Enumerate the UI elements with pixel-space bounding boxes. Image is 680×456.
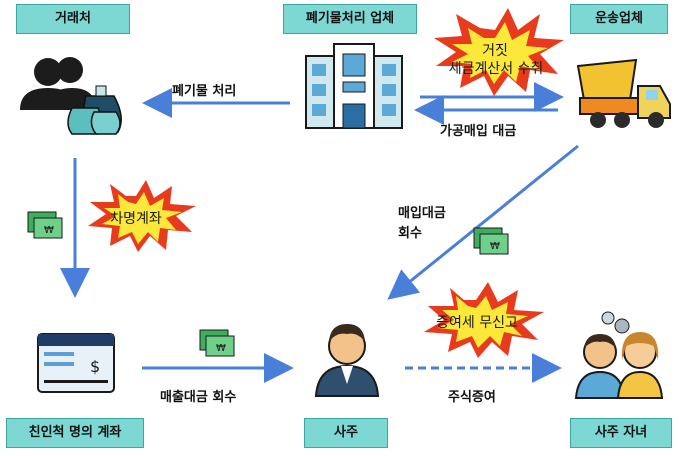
dump-truck-icon <box>576 58 671 128</box>
money-icon-right: ₩ <box>473 227 509 255</box>
flow-sales-recovery: 매출대금 회수 <box>160 390 237 405</box>
owner-icon <box>314 324 380 397</box>
arrow-transport-to-owner <box>387 144 579 300</box>
burst-text-fake-invoice-2: 세금계산서 수취 <box>448 61 544 77</box>
flow-purchase-recovery-2: 회수 <box>398 226 422 241</box>
flow-stock-gift: 주식증여 <box>448 390 496 405</box>
label-owner: 사주 <box>304 418 388 448</box>
building-icon <box>305 43 403 129</box>
label-transport-company: 운송업체 <box>570 4 668 34</box>
client-icon <box>20 57 122 135</box>
svg-text:$: $ <box>90 357 100 376</box>
label-owner-children: 사주 자녀 <box>570 418 672 448</box>
svg-text:₩: ₩ <box>44 225 54 236</box>
children-icon <box>574 311 664 399</box>
burst-text-gift-tax: 증여세 무신고 <box>436 315 518 331</box>
cheque-icon: $ <box>37 333 115 393</box>
svg-text:₩: ₩ <box>216 343 226 354</box>
money-icon-left: ₩ <box>27 211 63 239</box>
label-relative-account: 친인척 명의 계좌 <box>6 418 144 448</box>
flow-waste-processing: 폐기물 처리 <box>172 84 237 99</box>
svg-text:₩: ₩ <box>490 241 500 252</box>
money-icon-bottom: ₩ <box>199 329 235 357</box>
label-client: 거래처 <box>16 4 130 34</box>
flow-fake-purchase: 가공매입 대금 <box>440 124 517 139</box>
flow-purchase-recovery-1: 매입대금 <box>398 206 446 221</box>
burst-text-borrowed-account: 차명계좌 <box>110 211 162 227</box>
label-waste-company: 폐기물처리 업체 <box>283 4 417 34</box>
burst-text-fake-invoice-1: 거짓 <box>482 43 508 59</box>
